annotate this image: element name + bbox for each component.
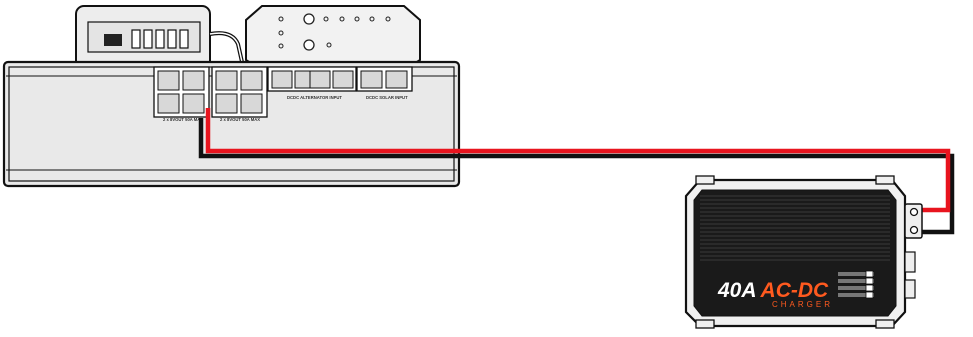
positive-wire — [205, 108, 951, 213]
charger-indicator-panel — [838, 270, 874, 299]
charger-subtitle: CHARGER — [772, 300, 833, 309]
heatsink-fins — [700, 195, 890, 261]
fuse-block — [75, 5, 211, 71]
connector-cable — [209, 31, 244, 63]
port-label: 2 x 8VOUT 50A MAX — [220, 117, 260, 122]
control-knob — [303, 13, 315, 25]
anderson-port-group-3 — [267, 66, 357, 92]
port-label: DCDC SOLAR INPUT — [366, 95, 408, 100]
negative-wire — [198, 118, 955, 235]
anderson-port-group-1 — [153, 66, 210, 118]
status-led — [278, 16, 284, 22]
port-label: 2 x 8VOUT 50A MAX — [163, 117, 203, 122]
dcdc-module — [245, 5, 421, 71]
anderson-port-group-2 — [211, 66, 268, 118]
anderson-port-group-4 — [356, 66, 413, 92]
port-label: DCDC ALTERNATOR INPUT — [287, 95, 342, 100]
